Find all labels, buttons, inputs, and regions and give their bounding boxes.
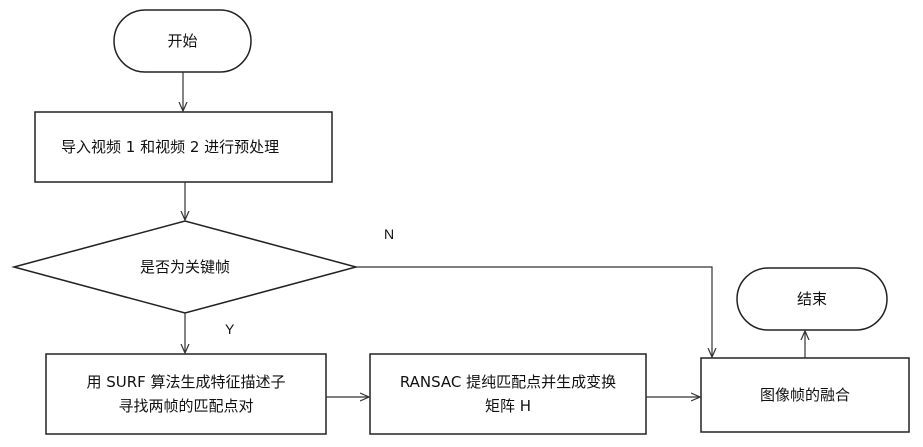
start-label: 开始 [114,10,251,72]
branch-no-label: N [384,226,394,242]
end-label: 结束 [737,268,887,330]
fusion-label: 图像帧的融合 [701,358,909,432]
arrow-decision-no-to-fusion [356,267,712,357]
ransac-label: RANSAC 提纯匹配点并生成变换矩阵 H [370,354,646,434]
branch-yes-label: Y [225,321,234,337]
surf-label: 用 SURF 算法生成特征描述子寻找两帧的匹配点对 [46,354,326,434]
import-label: 导入视频 1 和视频 2 进行预处理 [35,112,332,182]
keyframe-label: 是否为关键帧 [90,252,280,282]
